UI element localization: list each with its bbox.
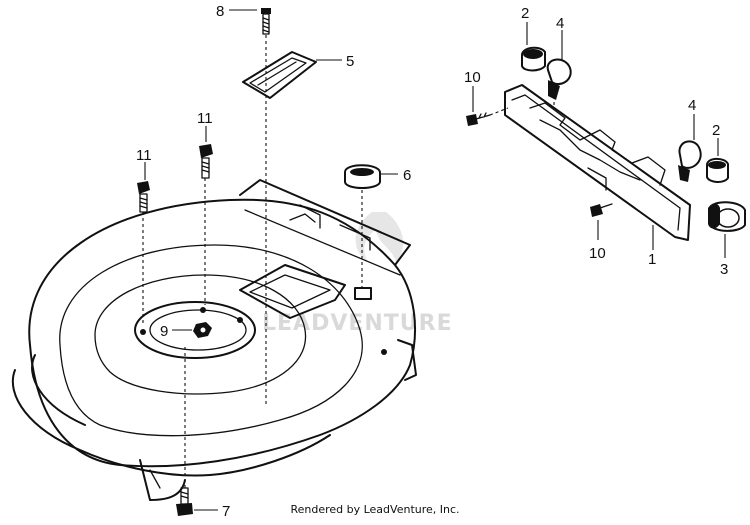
callout-10-upper: 10 (464, 69, 481, 86)
part-4-clamp-lower (678, 140, 702, 182)
part-8-bolt (261, 8, 271, 35)
part-9-nut (193, 322, 212, 338)
callout-4-upper: 4 (556, 15, 564, 32)
callout-3: 3 (720, 261, 728, 278)
part-6-grommet (344, 164, 381, 189)
mower-deck (11, 179, 417, 501)
part-3-cap (708, 201, 746, 232)
watermark-text: LEADVENTURE (262, 311, 453, 336)
callout-10-lower: 10 (589, 245, 606, 262)
watermark: LEADVENTURE (262, 212, 453, 336)
callouts: 8 5 6 11 11 9 7 2 4 10 4 2 10 1 3 (136, 3, 728, 520)
part-2-bushing-upper (521, 46, 546, 72)
callout-6: 6 (403, 167, 411, 184)
callout-5: 5 (346, 53, 354, 70)
callout-11-center: 11 (197, 110, 213, 127)
callout-8: 8 (216, 3, 224, 20)
part-11-bolt-left (137, 181, 150, 213)
callout-11-left: 11 (136, 147, 152, 164)
part-7-bolt (176, 487, 193, 516)
callout-1: 1 (648, 251, 656, 268)
part-11-bolt-center (199, 144, 213, 179)
callout-2-lower: 2 (712, 122, 720, 139)
part-10-screw-lower (590, 203, 613, 217)
part-10-screw-upper (466, 112, 491, 126)
part-4-clamp-upper (546, 58, 572, 100)
callout-7: 7 (222, 503, 230, 520)
leader-lines (144, 9, 726, 511)
part-5-deflector (242, 51, 317, 99)
callout-9: 9 (160, 323, 168, 340)
footer-credit: Rendered by LeadVenture, Inc. (290, 503, 460, 516)
part-2-bushing-lower (706, 157, 729, 183)
part-1-bracket (504, 84, 691, 241)
callout-2-upper: 2 (521, 5, 529, 22)
callout-4-lower: 4 (688, 97, 696, 114)
